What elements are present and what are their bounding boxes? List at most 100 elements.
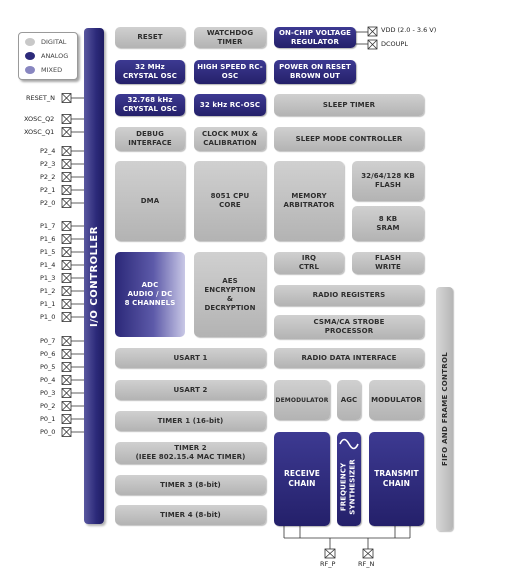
modulator-block: MODULATOR [369,380,424,420]
pin-p0-0: P0_0 [40,428,56,436]
pin-x-mark [61,349,72,359]
pin-x-mark [61,247,72,257]
pin-p1-3: P1_3 [40,274,56,282]
transmit-chain-block: TRANSMIT CHAIN [369,432,424,526]
timer2-block: TIMER 2 (IEEE 802.15.4 MAC TIMER) [115,442,266,464]
csma-ca-block: CSMA/CA STROBE PROCESSOR [274,315,424,339]
pin-x-mark [61,127,72,137]
pin-x-mark [61,362,72,372]
crystal-osc-32khz-block: 32.768 kHz CRYSTAL OSC [115,94,185,116]
receive-chain-block: RECEIVE CHAIN [274,432,330,526]
pin-x-mark [61,159,72,169]
pin-p2-1: P2_1 [40,186,56,194]
pin-p1-6: P1_6 [40,235,56,243]
pin-dcoupl: DCOUPL [381,40,408,48]
rc-osc-32khz-block: 32 kHz RC-OSC [194,94,266,116]
pin-x-mark [61,93,72,103]
pin-x-mark [61,299,72,309]
pin-x-mark [61,312,72,322]
flash-write-block: FLASH WRITE [352,252,424,274]
io-controller-label: I/O CONTROLLER [88,225,100,327]
cpu-core-block: 8051 CPU CORE [194,161,266,241]
high-speed-rc-osc-block: HIGH SPEED RC- OSC [194,60,266,84]
pin-p0-3: P0_3 [40,389,56,397]
sleep-timer-block: SLEEP TIMER [274,94,424,116]
fifo-frame-control-bar [436,287,453,531]
fifo-label: FIFO AND FRAME CONTROL [440,352,449,466]
pin-rf-p: RF_P [320,560,336,568]
pin-xosc-q1: XOSC_Q1 [24,128,55,136]
legend-label: ANALOG [41,52,69,60]
radio-registers-block: RADIO REGISTERS [274,285,424,306]
pin-p2-4: P2_4 [40,147,56,155]
pin-p1-0: P1_0 [40,313,56,321]
clock-mux-block: CLOCK MUX & CALIBRATION [194,127,266,151]
aes-block: AES ENCRYPTION & DECRYPTION [194,252,266,337]
dma-block: DMA [115,161,185,241]
pin-p0-6: P0_6 [40,350,56,358]
radio-data-interface-block: RADIO DATA INTERFACE [274,348,424,368]
legend-label: MIXED [41,66,63,74]
timer3-block: TIMER 3 (8-bit) [115,475,266,495]
demodulator-block: DEMODULATOR [274,380,330,420]
timer1-block: TIMER 1 (16-bit) [115,411,266,431]
analog-swatch-icon [25,52,35,60]
mixed-swatch-icon [25,66,35,74]
pin-p1-7: P1_7 [40,222,56,230]
pin-p0-2: P0_2 [40,402,56,410]
usart2-block: USART 2 [115,380,266,400]
pin-x-mark [61,198,72,208]
pin-x-mark [61,336,72,346]
io-controller-bar [84,28,104,524]
pin-p0-7: P0_7 [40,337,56,345]
sleep-mode-controller-block: SLEEP MODE CONTROLLER [274,127,424,151]
watchdog-timer-block: WATCHDOG TIMER [194,27,266,48]
pin-vdd: VDD (2.0 - 3.6 V) [381,26,437,34]
timer4-block: TIMER 4 (8-bit) [115,505,266,525]
pin-rf-n: RF_N [358,560,375,568]
irq-ctrl-block: IRQ CTRL [274,252,344,274]
agc-block: AGC [337,380,361,420]
fifo-frame-control: FIFO AND FRAME CONTROL [436,287,453,531]
memory-arbitrator-block: MEMORY ARBITRATOR [274,161,344,241]
pin-p1-2: P1_2 [40,287,56,295]
sine-wave-icon [339,438,359,450]
pin-p2-2: P2_2 [40,173,56,181]
pin-x-mark [61,427,72,437]
pin-x-mark [61,146,72,156]
adc-block: ADC AUDIO / DC 8 CHANNELS [115,252,185,337]
pin-x-mark [61,273,72,283]
pin-x-mark [61,388,72,398]
crystal-osc-32mhz-block: 32 MHz CRYSTAL OSC [115,60,185,84]
digital-swatch-icon [25,38,35,46]
pin-p0-1: P0_1 [40,415,56,423]
pin-x-mark [61,260,72,270]
legend-item-digital: DIGITAL [25,38,66,46]
pin-p1-1: P1_1 [40,300,56,308]
pin-p1-4: P1_4 [40,261,56,269]
pin-x-mark [61,172,72,182]
legend: DIGITAL ANALOG MIXED [18,32,78,80]
pin-x-mark [61,401,72,411]
power-on-reset-block: POWER ON RESET BROWN OUT [274,60,356,84]
usart1-block: USART 1 [115,348,266,368]
synthesizer-label: FREQUENCY SYNTHESIZER [340,459,358,515]
pin-p0-4: P0_4 [40,376,56,384]
debug-interface-block: DEBUG INTERFACE [115,127,185,151]
flash-block: 32/64/128 KB FLASH [352,161,424,201]
io-controller: I/O CONTROLLER [84,28,104,524]
pin-p2-3: P2_3 [40,160,56,168]
pin-p2-0: P2_0 [40,199,56,207]
pin-x-mark [61,414,72,424]
reset-block: RESET [115,27,185,48]
pin-x-mark [61,375,72,385]
pin-xosc-q2: XOSC_Q2 [24,115,55,123]
pin-x-mark [61,221,72,231]
pin-p1-5: P1_5 [40,248,56,256]
pin-x-mark [61,114,72,124]
pin-p0-5: P0_5 [40,363,56,371]
pin-x-mark [61,185,72,195]
pin-x-mark [61,286,72,296]
legend-item-mixed: MIXED [25,66,62,74]
